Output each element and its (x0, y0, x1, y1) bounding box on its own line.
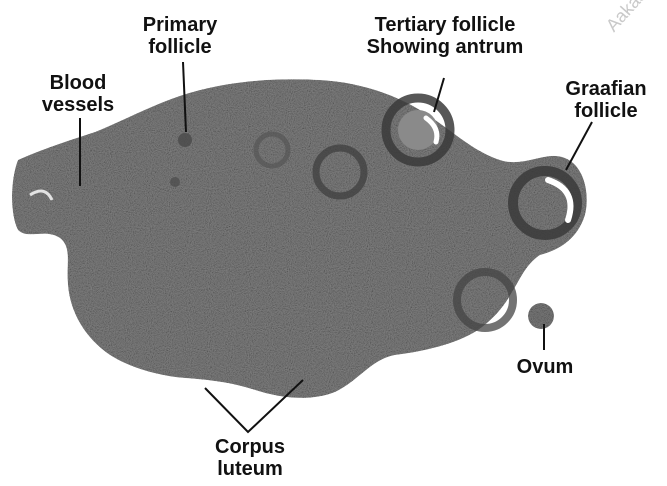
label-ovum-line1: Ovum (505, 356, 585, 378)
ovum-cell (528, 303, 554, 329)
label-ovum: Ovum (505, 356, 585, 378)
ovary-tissue (12, 79, 587, 398)
label-tertiary-follicle-line2: Showing antrum (355, 36, 535, 58)
label-tertiary-follicle-line1: Tertiary follicle (355, 14, 535, 36)
label-blood-vessels-line1: Blood (18, 72, 138, 94)
label-primary-follicle-line2: follicle (120, 36, 240, 58)
primary-follicle-shape-2 (170, 177, 180, 187)
label-tertiary-follicle: Tertiary follicle Showing antrum (355, 14, 535, 58)
label-graafian-follicle: Graafian follicle (556, 78, 656, 122)
ovary-outline (12, 79, 587, 398)
label-primary-follicle: Primary follicle (120, 14, 240, 58)
label-graafian-follicle-line2: follicle (556, 100, 656, 122)
tertiary-follicle-core (398, 110, 438, 150)
label-primary-follicle-line1: Primary (120, 14, 240, 36)
primary-follicle-shape (178, 133, 192, 147)
label-corpus-luteum: Corpus luteum (195, 436, 305, 480)
label-corpus-luteum-line2: luteum (195, 458, 305, 480)
label-blood-vessels-line2: vessels (18, 94, 138, 116)
graafian-follicle-pointer (566, 122, 592, 170)
label-graafian-follicle-line1: Graafian (556, 78, 656, 100)
label-corpus-luteum-line1: Corpus (195, 436, 305, 458)
label-blood-vessels: Blood vessels (18, 72, 138, 116)
